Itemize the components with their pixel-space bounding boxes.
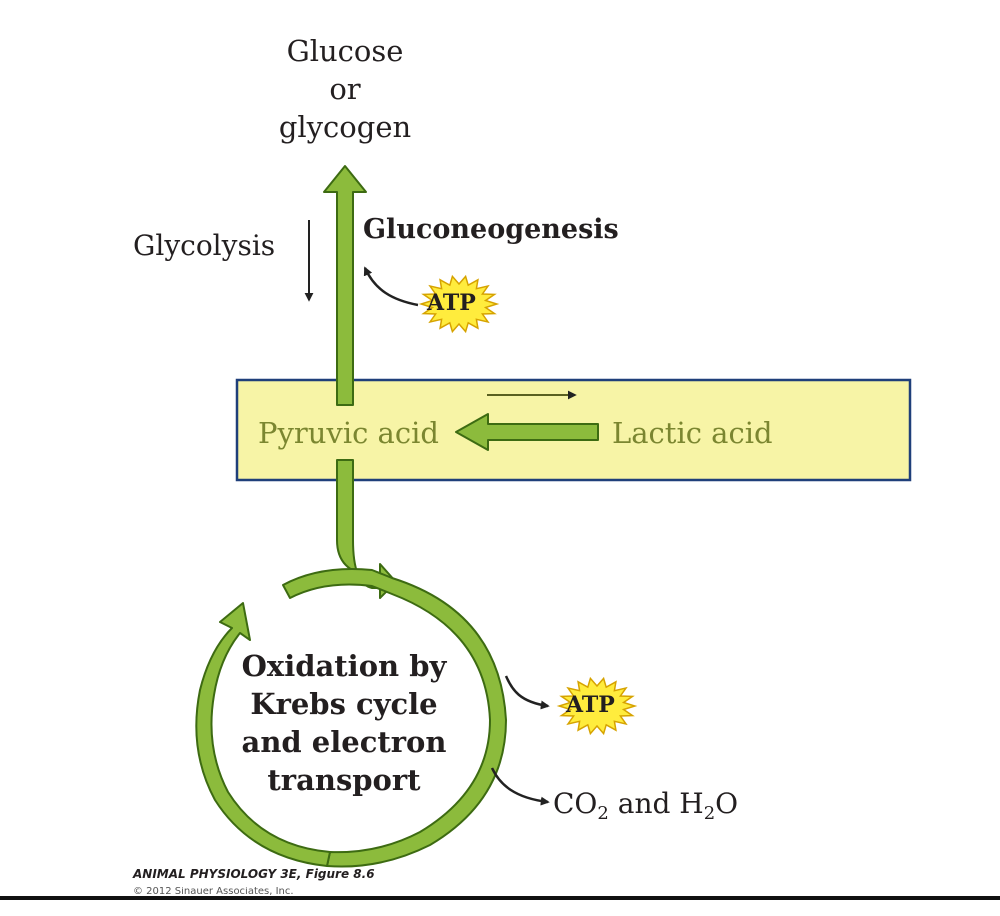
atp-starburst [556, 676, 638, 736]
bottom-rule [0, 896, 1000, 900]
or-label: or [329, 72, 361, 106]
glycogen-label: glycogen [278, 110, 412, 144]
copyright-notice: © 2012 Sinauer Associates, Inc. [133, 887, 294, 895]
atp-input-arrow [363, 266, 419, 307]
atp-burst-bottom [556, 676, 638, 736]
krebs-line-3: and electron [241, 725, 447, 759]
krebs-line-1: Oxidation by [241, 649, 447, 683]
lactic-acid-label: Lactic acid [612, 416, 773, 450]
krebs-cycle-arc-left [195, 602, 331, 867]
gluconeogenesis-label: Gluconeogenesis [363, 214, 619, 245]
atp-starburst [418, 274, 500, 334]
atp-label-top: ATP [427, 290, 476, 316]
glycolysis-label: Glycolysis [133, 229, 276, 262]
atp-label-bottom: ATP [566, 692, 615, 718]
krebs-line-2: Krebs cycle [250, 687, 438, 721]
atp-output-arrow [504, 675, 550, 710]
atp-burst-top [418, 274, 500, 334]
lactic-to-pyruvic-arrow [455, 413, 599, 451]
figure-credit: ANIMAL PHYSIOLOGY 3E, Figure 8.6 [133, 867, 375, 881]
co2-water-label: CO2 and H2O [553, 787, 739, 824]
co2-output-arrow [490, 767, 550, 806]
krebs-line-4: transport [267, 763, 421, 797]
gluconeogenesis-arrow [323, 165, 367, 406]
glucose-label: Glucose [286, 34, 404, 68]
pyruvic-acid-label: Pyruvic acid [258, 416, 439, 450]
